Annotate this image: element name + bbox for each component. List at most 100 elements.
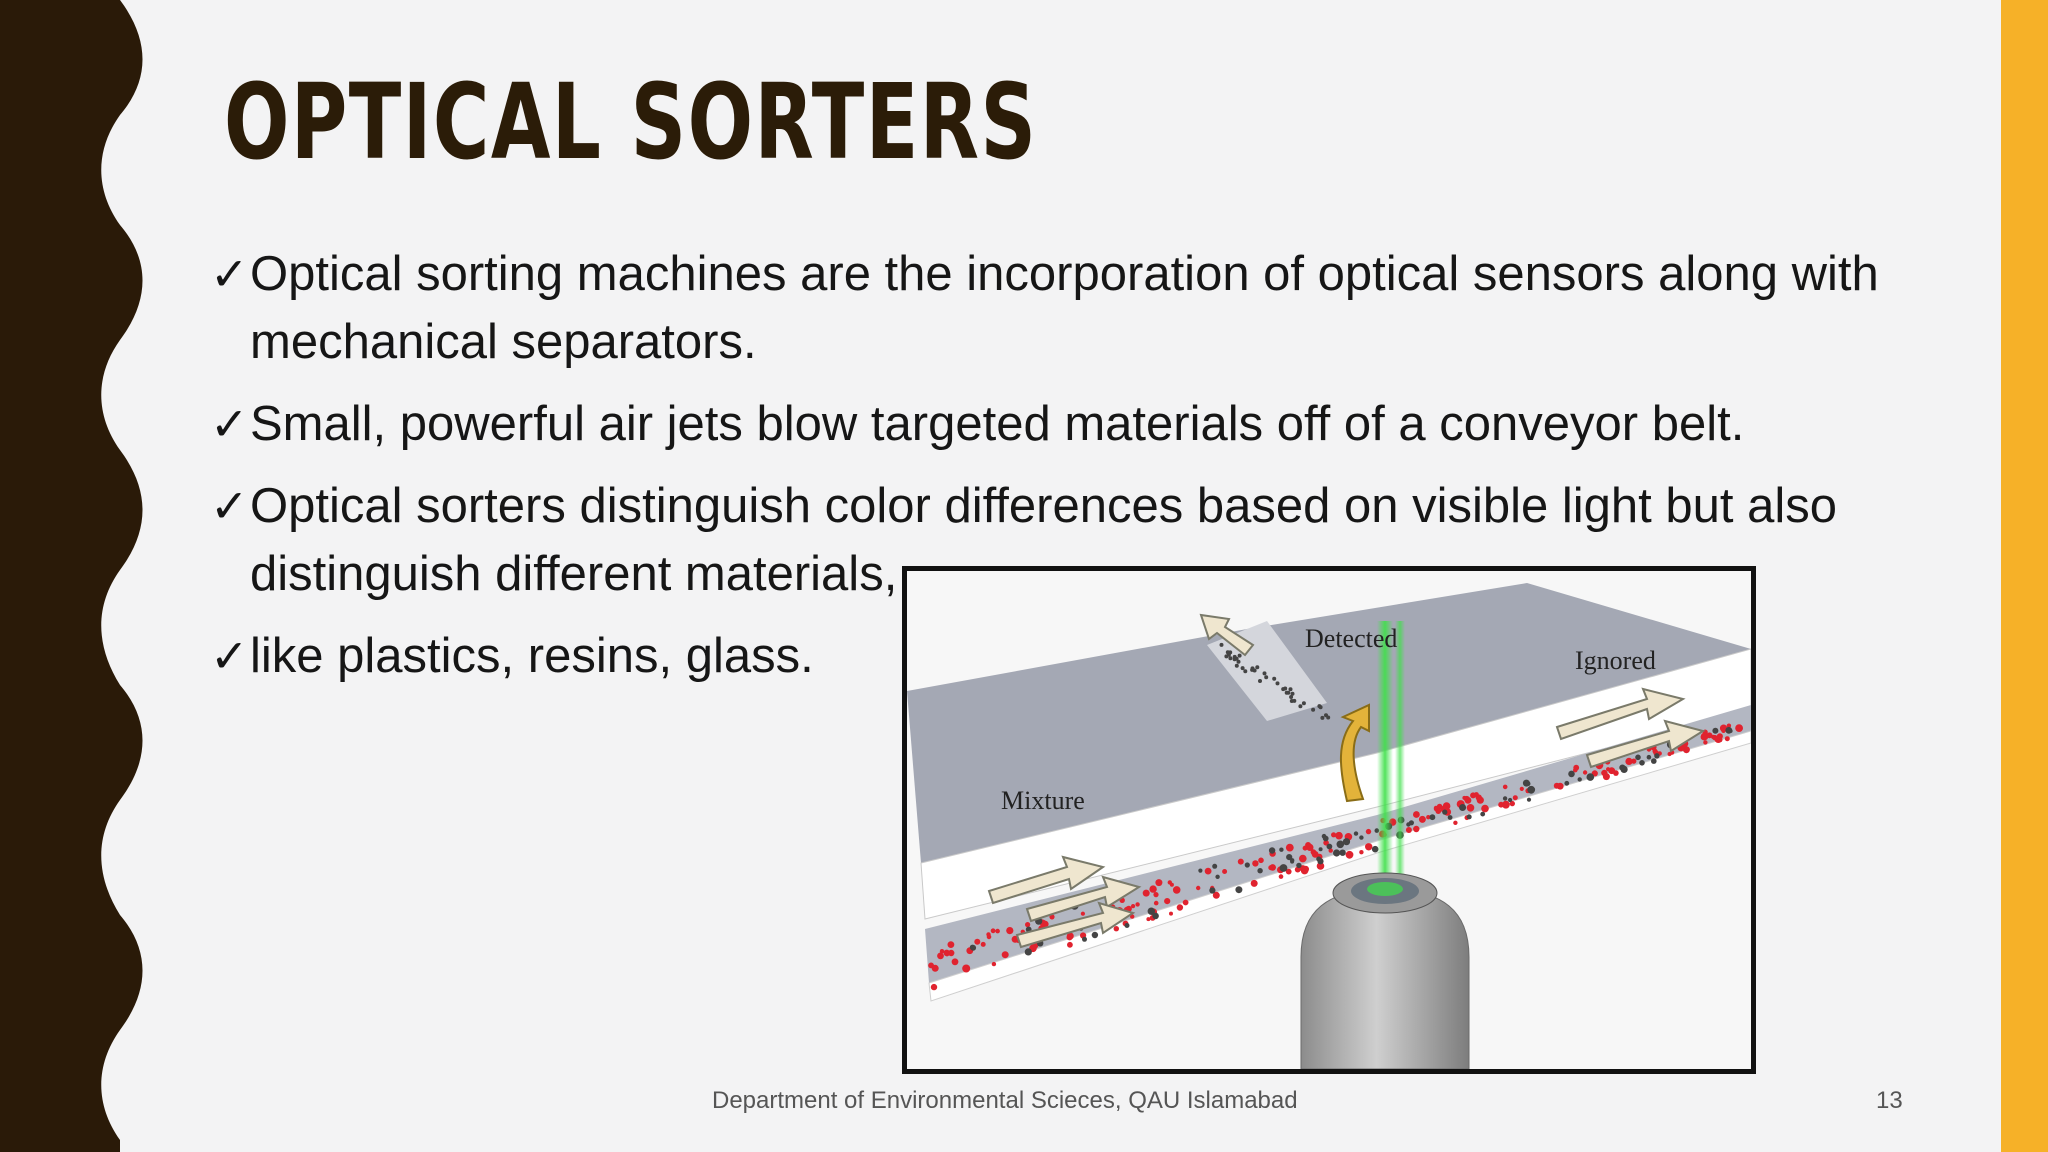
particle <box>1318 847 1323 852</box>
particle <box>1001 951 1009 959</box>
particle <box>1502 796 1508 801</box>
particle <box>1268 865 1274 871</box>
particle <box>1131 904 1136 909</box>
particle <box>1568 770 1575 778</box>
bullet-text: Small, powerful air jets blow targeted m… <box>250 397 1745 451</box>
particle <box>1153 900 1159 906</box>
particle <box>1429 814 1436 821</box>
particle <box>1651 758 1657 764</box>
ignored-arrow <box>1555 687 1686 741</box>
mixture-arrow <box>1015 901 1136 949</box>
bullet-item: ✓ Optical sorting machines are the incor… <box>210 240 1910 376</box>
particle <box>931 964 939 972</box>
particle <box>1459 804 1467 811</box>
particle <box>1646 754 1652 760</box>
particle <box>1080 911 1085 916</box>
particle <box>1564 780 1570 786</box>
particle <box>1294 866 1301 873</box>
bullet-item: ✓ Small, powerful air jets blow targeted… <box>210 390 1910 458</box>
particle <box>1284 690 1289 695</box>
particle <box>1301 701 1306 706</box>
particle <box>1149 885 1157 893</box>
checkmark-icon: ✓ <box>210 397 249 451</box>
particle <box>1272 676 1277 681</box>
air-jet-arrow <box>1340 703 1370 803</box>
particle <box>1182 899 1189 906</box>
particle <box>1476 796 1484 804</box>
particle <box>1268 847 1276 854</box>
particle <box>1322 835 1329 842</box>
particle <box>1279 847 1284 852</box>
detected-arrow <box>1199 613 1255 657</box>
particle <box>1164 898 1171 905</box>
particle <box>1512 795 1518 801</box>
particle <box>1255 665 1260 670</box>
particle <box>1582 770 1588 775</box>
particle <box>1353 831 1359 836</box>
particle <box>1281 687 1286 692</box>
particle <box>1130 914 1135 919</box>
particle <box>1235 886 1243 894</box>
particle <box>1654 753 1660 759</box>
particle <box>1279 864 1288 872</box>
particle <box>1250 667 1255 672</box>
particle <box>1285 868 1292 875</box>
particle <box>995 928 1000 934</box>
slide-footer: Department of Environmental Scieces, QAU… <box>712 1087 1298 1114</box>
label-ignored: Ignored <box>1575 646 1656 675</box>
particle <box>1502 800 1510 809</box>
particle <box>1466 814 1472 820</box>
particle <box>1625 757 1633 765</box>
particle <box>1724 736 1730 742</box>
laser-beam <box>1395 621 1405 1001</box>
optical-sorter-diagram: Detected Ignored Mixture <box>902 566 1756 1074</box>
particle <box>1302 845 1308 851</box>
particle <box>1290 691 1295 696</box>
particle <box>1288 687 1293 692</box>
particle <box>1323 840 1329 846</box>
bullet-text: Optical sorting machines are the incorpo… <box>250 247 1879 369</box>
particle <box>1466 804 1475 812</box>
particle <box>1299 854 1307 863</box>
particle <box>939 949 945 954</box>
label-mixture: Mixture <box>1001 786 1085 815</box>
particle <box>1728 729 1733 733</box>
particle <box>1236 659 1241 664</box>
particle <box>1413 811 1420 818</box>
particle <box>1226 652 1231 657</box>
particle <box>1331 832 1337 838</box>
particle <box>1289 695 1294 699</box>
particle <box>1302 865 1309 873</box>
particle <box>1155 879 1163 887</box>
particle <box>1526 797 1532 802</box>
particle <box>1244 862 1250 868</box>
particle <box>1631 758 1637 764</box>
particle <box>1285 843 1294 852</box>
particle <box>1172 886 1181 894</box>
particle <box>1153 892 1159 898</box>
bullet-item: ✓ like plastics, resins, glass. <box>210 622 1910 690</box>
particle <box>1212 891 1220 899</box>
particle <box>1413 825 1420 833</box>
wavy-left-band <box>0 0 143 1152</box>
particle <box>1602 773 1610 781</box>
particle <box>1298 704 1303 709</box>
particle <box>1345 850 1354 859</box>
particle <box>1024 948 1032 956</box>
particle <box>1613 770 1619 776</box>
particle <box>1316 862 1325 870</box>
particle <box>1620 765 1628 773</box>
particle <box>1498 801 1504 808</box>
particle <box>1275 681 1280 686</box>
slide-title: OPTICAL SORTERS <box>224 61 1038 183</box>
particle <box>1237 858 1244 865</box>
particle <box>1147 907 1155 915</box>
particle <box>1502 784 1508 790</box>
particle <box>1296 862 1302 869</box>
particle <box>1519 786 1524 791</box>
particle <box>1573 764 1580 771</box>
particle <box>1700 733 1708 741</box>
particle <box>1082 936 1087 942</box>
particle <box>944 951 950 957</box>
particle <box>947 941 955 948</box>
